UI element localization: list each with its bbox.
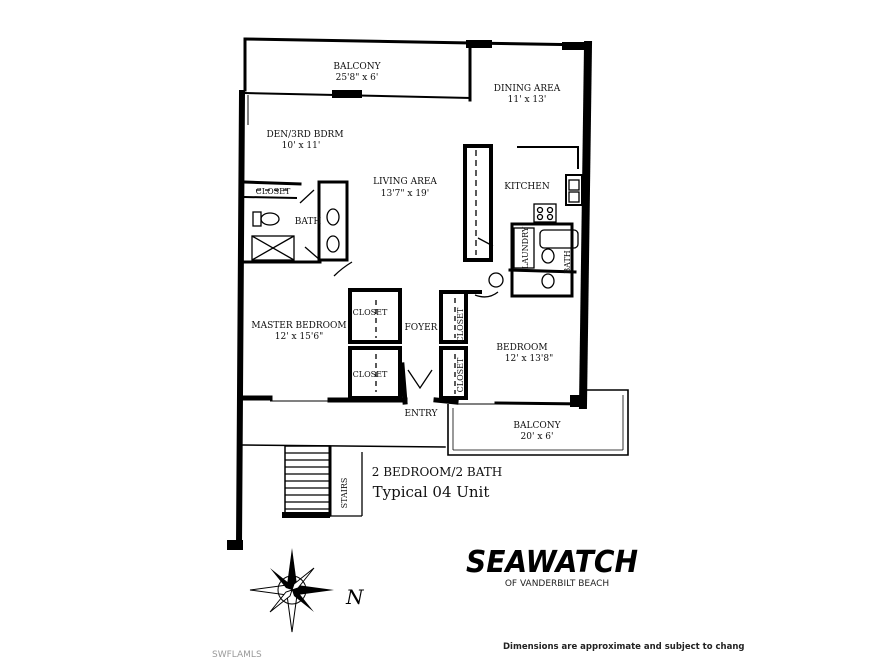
balcony-bottom-size: 20' x 6' [521, 432, 554, 442]
compass-rose-icon [249, 548, 334, 633]
disclaimer: Dimensions are approximate and subject t… [503, 642, 744, 652]
living-name: LIVING AREA [373, 177, 437, 187]
dining-size: 11' x 13' [508, 95, 547, 105]
closet-master-1-label: CLOSET [353, 308, 388, 317]
unit-name: Typical 04 Unit [373, 483, 490, 501]
bath-right-label: BATH [563, 250, 572, 274]
watermark: SWFLAMLS [212, 650, 262, 658]
kitchen-name: KITCHEN [504, 182, 550, 192]
balcony-bottom-name: BALCONY [513, 421, 561, 431]
closet-den-label: CLOSET [256, 187, 291, 196]
laundry-label: LAUNDRY [521, 226, 530, 269]
closet-bed-2-label: CLOSET [456, 357, 465, 392]
dining-name: DINING AREA [494, 84, 561, 94]
unit-type: 2 BEDROOM/2 BATH [372, 465, 502, 479]
fixtures [247, 95, 629, 518]
master-name: MASTER BEDROOM [251, 321, 346, 331]
balcony-top-size: 25'8" x 6' [336, 73, 379, 83]
walls [227, 37, 593, 550]
balcony-top-name: BALCONY [333, 62, 381, 72]
brand-tagline: OF VANDERBILT BEACH [505, 579, 609, 589]
bedroom-size: 12' x 13'8" [505, 354, 554, 364]
den-name: DEN/3RD BDRM [266, 130, 343, 140]
entry-label: ENTRY [405, 409, 439, 419]
master-size: 12' x 15'6" [275, 332, 324, 342]
stairs-label: STAIRS [340, 478, 349, 509]
living-size: 13'7" x 19' [381, 189, 430, 199]
brand-logo: SEAWATCH [466, 545, 638, 580]
closet-bed-1-label: CLOSET [456, 307, 465, 342]
den-size: 10' x 11' [282, 141, 321, 151]
closet-master-2-label: CLOSET [353, 370, 388, 379]
bedroom-name: BEDROOM [496, 343, 547, 353]
stairs-graphic [282, 445, 363, 518]
foyer-label: FOYER [405, 323, 438, 333]
bath-left-label: BATH [295, 217, 322, 227]
compass-north-label: N [345, 585, 365, 609]
